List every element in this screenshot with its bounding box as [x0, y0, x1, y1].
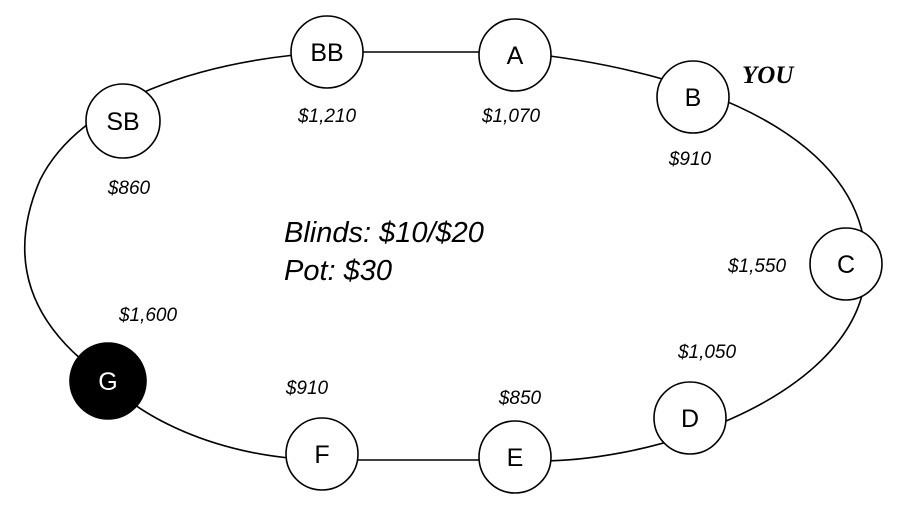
seat-g-label: G — [98, 368, 117, 396]
table-outline — [23, 51, 867, 462]
seat-d: D $1,050 — [653, 342, 737, 455]
seat-c-circle — [809, 227, 883, 301]
seat-sb: SB $860 — [85, 83, 161, 199]
seat-bb-circle — [290, 15, 364, 89]
seat-b: B $910 YOU — [656, 60, 795, 170]
seat-bb-label: BB — [310, 39, 343, 67]
seat-e: E $850 — [478, 388, 552, 494]
seat-e-label: E — [507, 444, 524, 472]
seat-e-stack: $850 — [498, 388, 542, 409]
seat-c-label: C — [837, 251, 855, 279]
seat-bb-stack: $1,210 — [297, 106, 357, 127]
seat-sb-label: SB — [106, 108, 139, 136]
seat-f-label: F — [314, 441, 329, 469]
seat-f-circle — [285, 417, 359, 491]
you-label: YOU — [742, 62, 795, 89]
seat-g: G $1,600 — [69, 305, 178, 420]
seat-b-label: B — [685, 84, 702, 112]
seat-f: F $910 — [285, 378, 359, 491]
seat-sb-circle — [85, 83, 161, 159]
seat-g-stack: $1,600 — [118, 305, 178, 326]
seat-sb-stack: $860 — [107, 178, 151, 199]
blinds-text: Blinds: $10/$20 — [284, 217, 484, 249]
seat-a-circle — [478, 18, 552, 92]
seat-b-stack: $910 — [668, 149, 712, 170]
seat-b-circle — [656, 60, 730, 134]
seat-a-stack: $1,070 — [481, 106, 541, 127]
seat-a-label: A — [507, 42, 524, 70]
seat-c: C $1,550 — [727, 227, 883, 301]
seat-f-stack: $910 — [285, 378, 329, 399]
seat-c-stack: $1,550 — [727, 256, 787, 277]
seat-e-circle — [478, 420, 552, 494]
seat-d-label: D — [681, 405, 699, 433]
seat-d-circle — [653, 381, 727, 455]
seat-bb: BB $1,210 — [290, 15, 364, 127]
seat-g-circle — [69, 342, 147, 420]
seat-a: A $1,070 — [478, 18, 552, 127]
seat-d-stack: $1,050 — [677, 342, 737, 363]
pot-text: Pot: $30 — [284, 255, 392, 287]
